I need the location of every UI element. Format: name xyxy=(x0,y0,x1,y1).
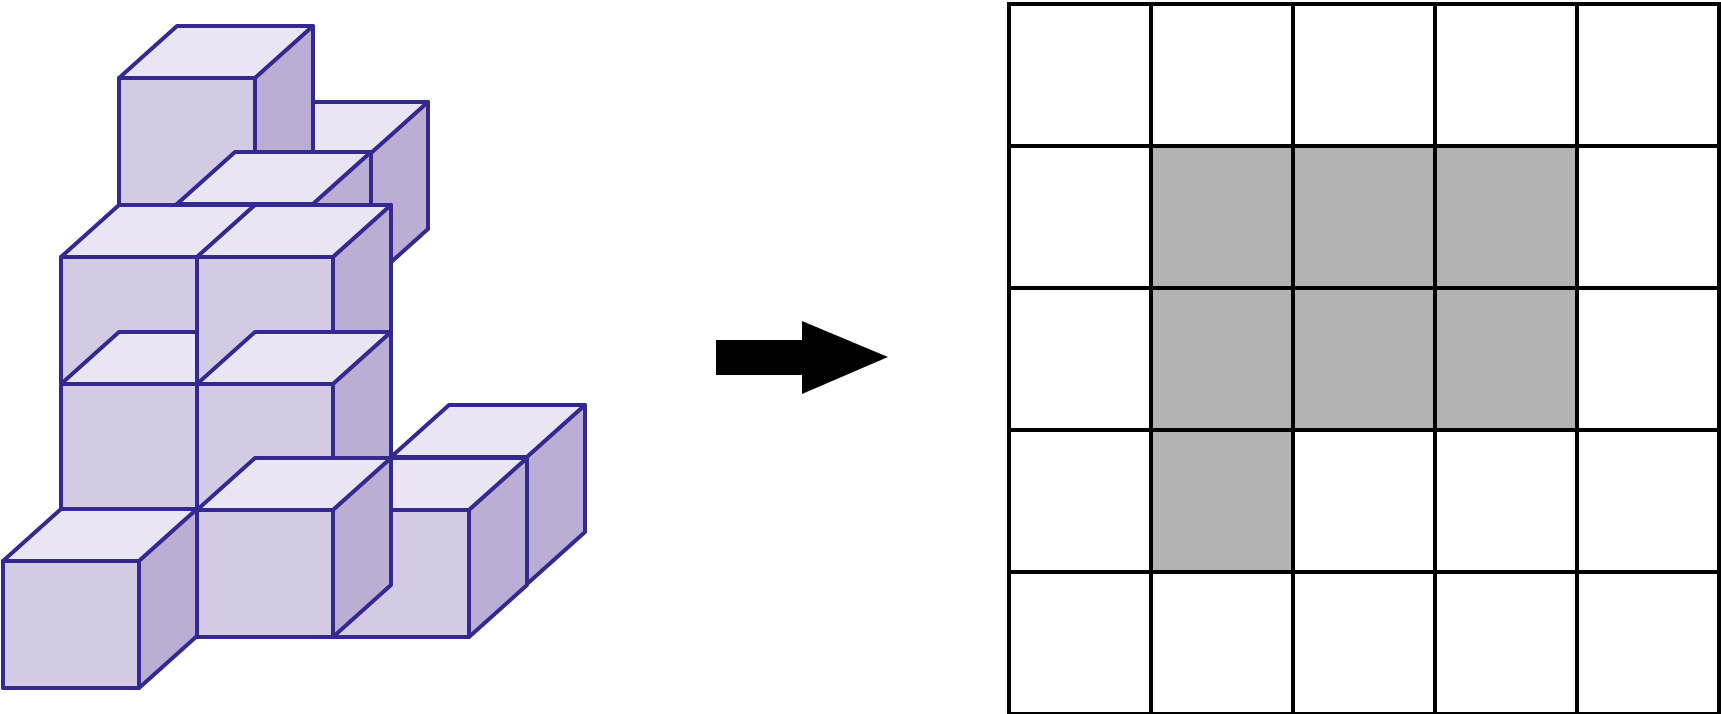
grid-cell-empty xyxy=(1433,428,1579,574)
grid-cell-empty xyxy=(1007,428,1153,574)
grid-cell-empty xyxy=(1575,144,1721,290)
grid-cell-empty xyxy=(1007,2,1153,148)
grid-cell-empty xyxy=(1007,144,1153,290)
cube xyxy=(195,456,393,639)
grid-cell-empty xyxy=(1433,570,1579,714)
cube xyxy=(1,507,199,690)
grid-cell-empty xyxy=(1575,2,1721,148)
grid-cell-empty xyxy=(1007,286,1153,432)
cube-front-face xyxy=(195,508,335,639)
right-arrow-icon xyxy=(716,321,888,394)
grid-cell-empty xyxy=(1149,570,1295,714)
grid-cell-filled xyxy=(1149,286,1295,432)
cube-front-face xyxy=(59,382,199,513)
cube-front-face xyxy=(1,559,141,690)
grid-cell-filled xyxy=(1149,428,1295,574)
grid-cell-empty xyxy=(1149,2,1295,148)
grid-cell-empty xyxy=(1575,286,1721,432)
grid-cell-empty xyxy=(1291,428,1437,574)
grid-cell-filled xyxy=(1433,286,1579,432)
grid-cell-empty xyxy=(1291,2,1437,148)
grid-cell-empty xyxy=(1007,570,1153,714)
grid-cell-filled xyxy=(1291,286,1437,432)
grid-cell-empty xyxy=(1291,570,1437,714)
cube-stack xyxy=(1,24,587,690)
grid-cell-filled xyxy=(1149,144,1295,290)
grid-cell-empty xyxy=(1575,570,1721,714)
grid-cell-filled xyxy=(1291,144,1437,290)
top-view-grid xyxy=(1007,2,1721,714)
grid-cell-empty xyxy=(1575,428,1721,574)
grid-cell-filled xyxy=(1433,144,1579,290)
grid-cell-empty xyxy=(1433,2,1579,148)
